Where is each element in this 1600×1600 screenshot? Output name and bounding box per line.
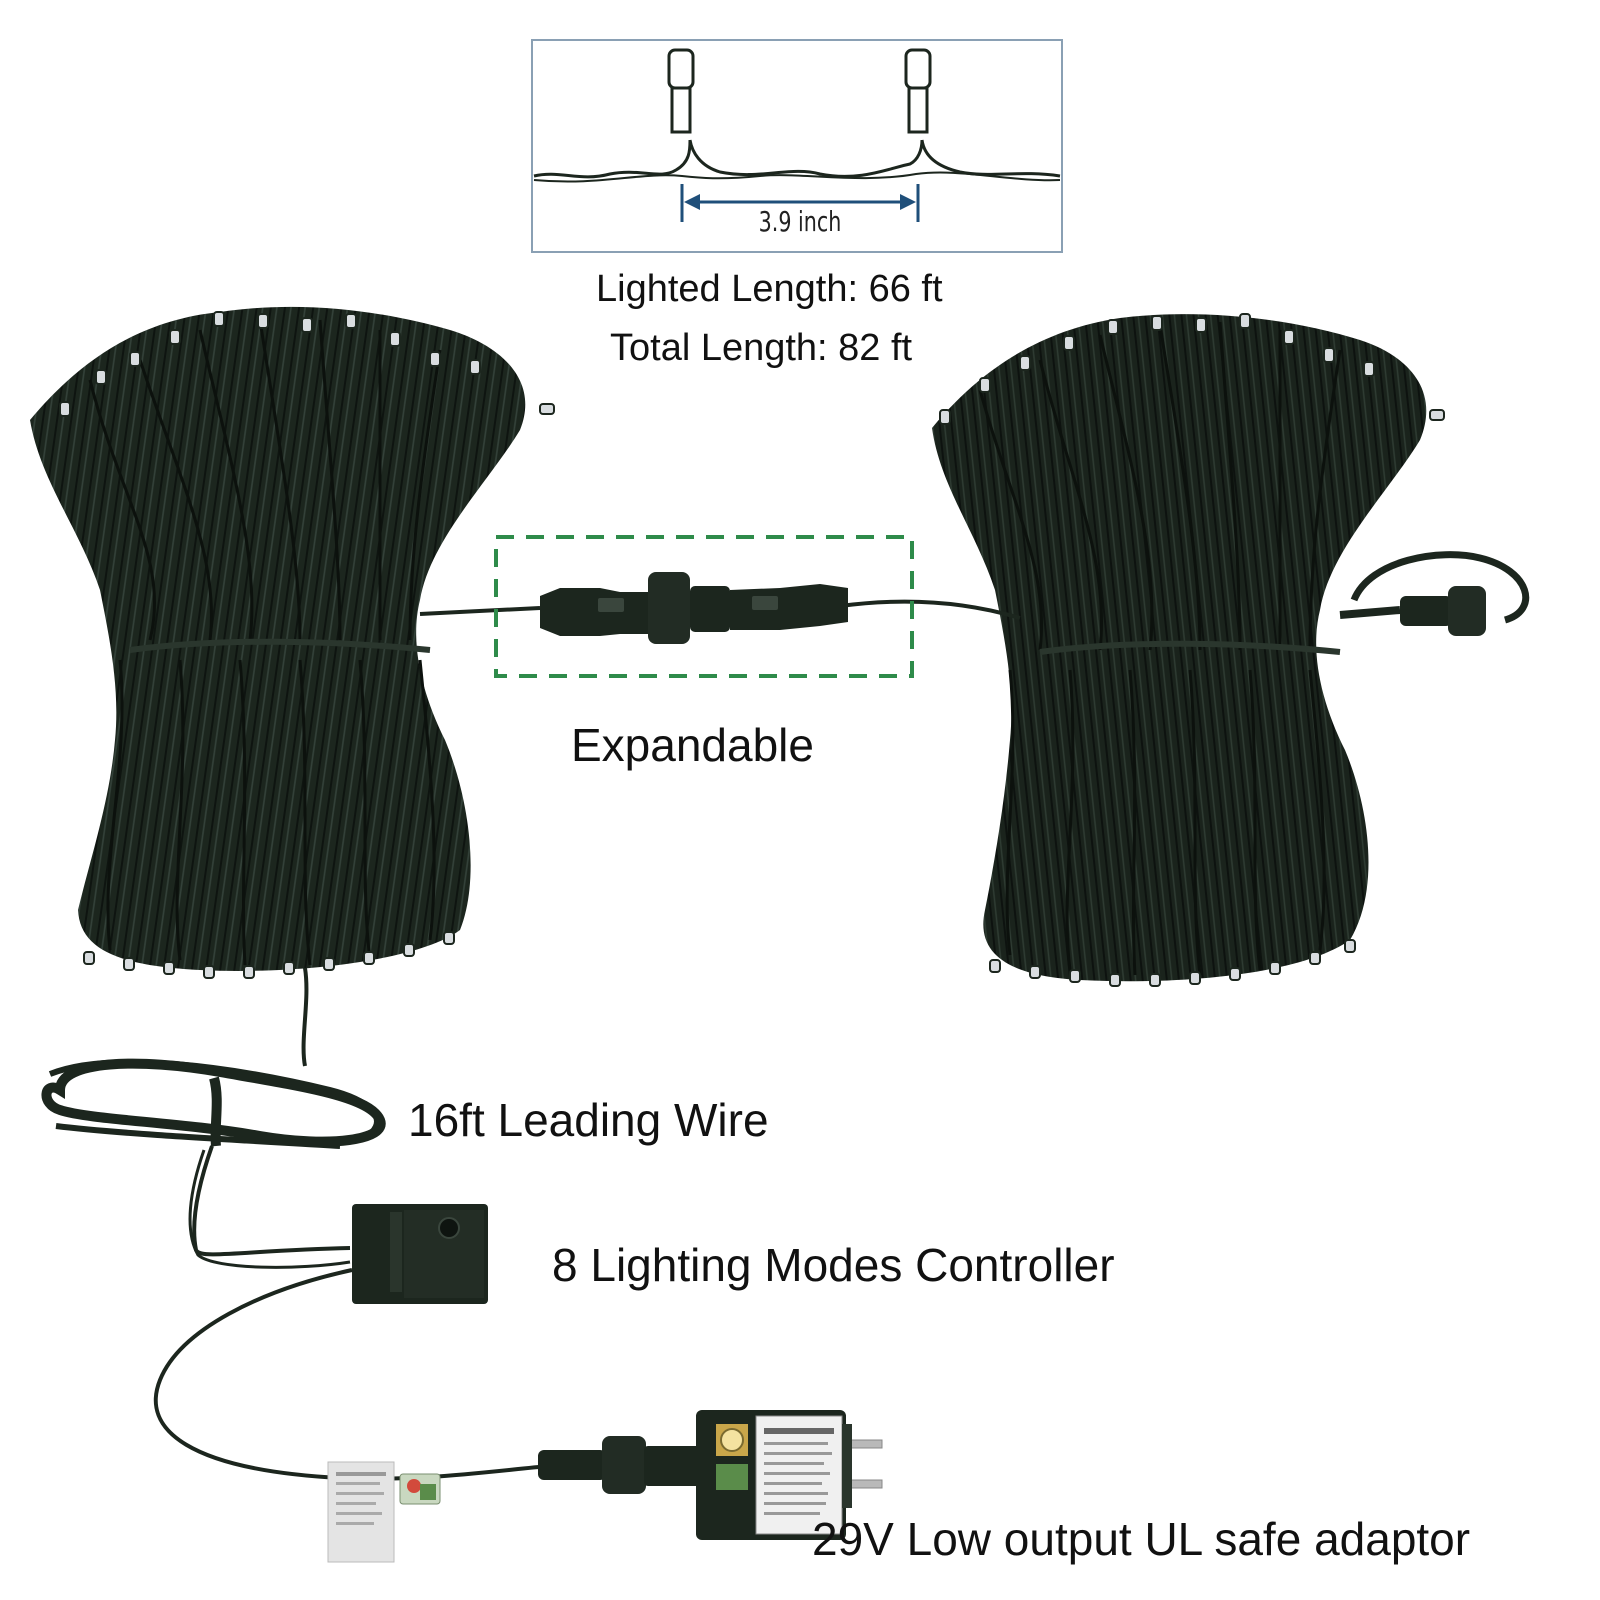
bundle-tie-left <box>129 638 431 653</box>
expandable-connector <box>419 572 1021 644</box>
total-length-text: Total Length: 82 ft <box>610 327 913 369</box>
controller-label: 8 Lighting Modes Controller <box>552 1239 1115 1291</box>
light-bundle-left <box>30 306 555 979</box>
adaptor-label: 29V Low output UL safe adaptor <box>812 1513 1471 1565</box>
power-adaptor <box>538 1410 883 1540</box>
expandable-label: Expandable <box>571 719 814 771</box>
bulb-spacing-label: 3.9 inch <box>758 205 842 238</box>
lighted-length-text: Lighted Length: 66 ft <box>596 268 943 310</box>
diagram-bulb-left <box>667 48 695 134</box>
diagram-frame <box>531 39 1063 253</box>
light-bundle-right <box>932 313 1530 987</box>
leading-wire-coil <box>41 967 386 1149</box>
expandable-highlight-box <box>494 535 914 678</box>
leading-wire-label: 16ft Leading Wire <box>408 1094 769 1146</box>
wire-safety-tag <box>327 1461 441 1563</box>
controller-mode-button <box>438 1217 460 1239</box>
bulb-spacing-diagram <box>531 39 1063 253</box>
diagram-bulb-right <box>904 48 932 134</box>
spacing-dimension-arrow <box>680 184 920 222</box>
controller-box <box>352 1204 488 1304</box>
end-connector-cap <box>1339 551 1530 636</box>
bundle-tie-right <box>1039 640 1341 655</box>
